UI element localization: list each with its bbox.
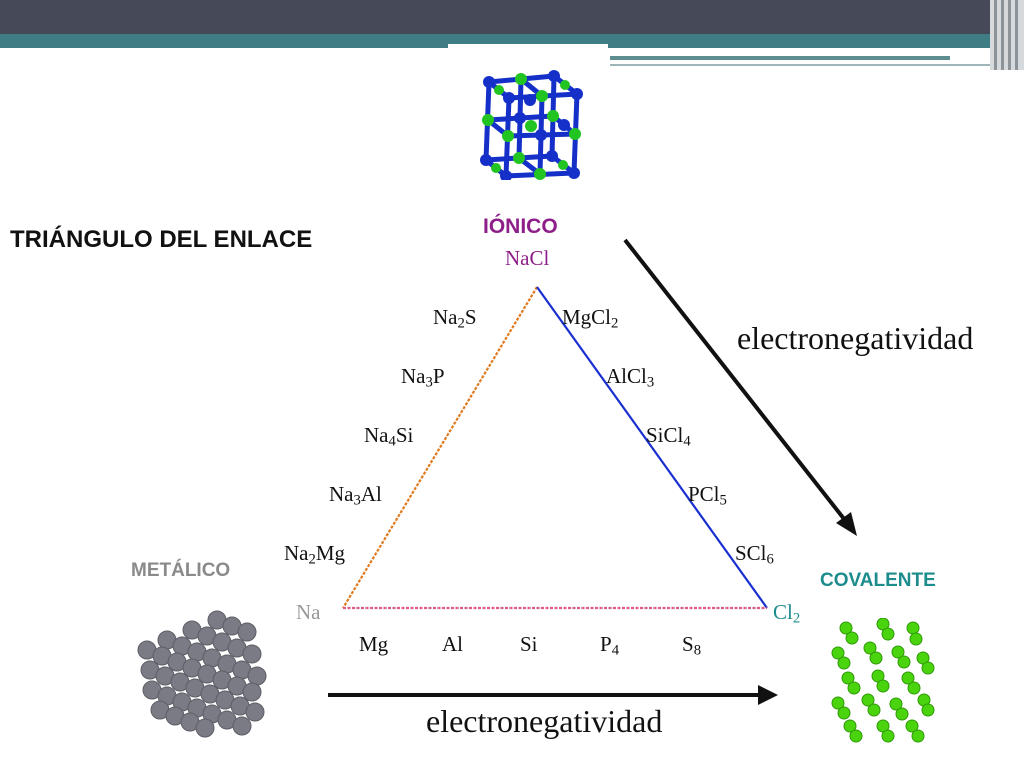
metal-lattice-icon <box>137 610 267 738</box>
header-bar <box>0 0 1024 34</box>
diagonal-arrow-label: electronegatividad <box>737 320 974 356</box>
nacl-label: NaCl <box>505 246 550 270</box>
diagram-title: TRIÁNGULO DEL ENLACE <box>10 226 313 253</box>
header-stripes <box>990 0 1024 70</box>
right-compound-4: PCl5 <box>688 482 727 509</box>
bottom-compound-2: Al <box>442 632 463 656</box>
right-compound-3: SiCl4 <box>646 423 691 450</box>
header-line-thin <box>610 64 1000 66</box>
left-compound-3: Na4Si <box>364 423 414 450</box>
ionic-metallic-edge <box>342 286 538 609</box>
diagonal-arrow-head <box>836 512 857 536</box>
right-compound-2: AlCl3 <box>606 364 655 391</box>
covalent-label: COVALENTE <box>820 570 936 591</box>
left-compound-1: Na2S <box>433 305 477 332</box>
header-notch <box>448 44 608 66</box>
right-compound-5: SCl6 <box>735 541 774 568</box>
ionic-label: IÓNICO <box>483 215 558 238</box>
diagonal-arrow <box>623 238 850 526</box>
nacl-crystal-icon <box>480 70 583 180</box>
right-compound-1: MgCl2 <box>562 305 619 332</box>
chlorine-molecules-icon <box>831 618 935 743</box>
horizontal-arrow-label: electronegatividad <box>426 703 663 739</box>
left-compound-4: Na3Al <box>329 482 382 509</box>
metallic-label: METÁLICO <box>131 560 231 581</box>
bottom-compound-5: S8 <box>682 632 702 659</box>
header-accent-bar <box>0 34 1000 48</box>
ionic-covalent-edge <box>536 286 768 609</box>
horizontal-arrow-head <box>758 685 778 705</box>
bottom-compound-3: Si <box>520 632 538 656</box>
na-label: Na <box>296 600 321 624</box>
left-compound-5: Na2Mg <box>284 541 346 568</box>
bottom-compound-1: Mg <box>359 632 389 656</box>
header-line <box>610 56 950 60</box>
left-compound-2: Na3P <box>401 364 445 391</box>
bottom-compound-4: P4 <box>600 632 620 659</box>
cl2-label: Cl2 <box>773 600 801 627</box>
